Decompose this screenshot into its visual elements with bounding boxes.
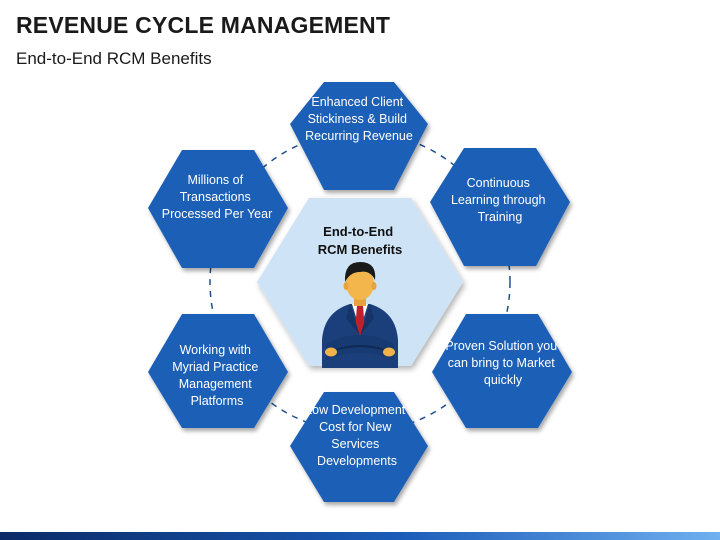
page-subtitle: End-to-End RCM Benefits (16, 49, 212, 68)
benefit-4-line-1: Low Development (305, 403, 406, 417)
benefit-1-line-3: Recurring Revenue (305, 129, 413, 143)
benefit-3-line-2: can bring to Market (448, 356, 556, 370)
benefit-hexagon-2: Continuous Learning through Training (430, 148, 570, 266)
benefit-3-line-3: quickly (484, 373, 523, 387)
benefit-2-line-3: Training (478, 210, 523, 224)
svg-text:Continuous Learning th: Continuous Learning through Training (451, 176, 549, 224)
benefit-5-line-1: Working with (180, 343, 251, 357)
benefit-4-line-2: Cost for New (319, 420, 392, 434)
benefit-hexagon-3: Proven Solution you can bring to Market … (432, 314, 572, 428)
footer-accent-bar (0, 532, 720, 540)
center-title-line-1: End-to-End (323, 224, 393, 239)
benefit-5-line-4: Platforms (191, 394, 244, 408)
connector-ring (209, 131, 511, 433)
benefit-6-line-2: Transactions (180, 190, 251, 204)
benefit-1-line-2: Stickiness & Build (308, 112, 407, 126)
benefit-3-line-1: Proven Solution you (445, 339, 557, 353)
svg-text:Working with Myriad Pr: Working with Myriad Practice Management … (172, 343, 262, 408)
benefit-hexagon-5: Working with Myriad Practice Management … (148, 314, 288, 428)
svg-text:Low Development Cost f: Low Development Cost for New Services De… (305, 403, 409, 468)
benefit-4-line-4: Developments (317, 454, 397, 468)
center-hexagon: End-to-End RCM Benefits (257, 198, 463, 368)
benefit-hexagon-4: Low Development Cost for New Services De… (290, 392, 428, 502)
businessman-arms-crossed-icon (322, 262, 398, 368)
benefit-5-line-2: Myriad Practice (172, 360, 258, 374)
benefit-2-line-1: Continuous (467, 176, 530, 190)
center-title-line-2: RCM Benefits (318, 242, 403, 257)
benefit-6-line-1: Millions of (187, 173, 243, 187)
benefit-1-line-1: Enhanced Client (311, 95, 403, 109)
benefit-hexagon-6: Millions of Transactions Processed Per Y… (148, 150, 288, 268)
benefit-2-line-2: Learning through (451, 193, 546, 207)
benefit-6-line-3: Processed Per Year (162, 207, 273, 221)
svg-text:Enhanced Client Sticki: Enhanced Client Stickiness & Build Recur… (305, 95, 413, 143)
benefit-5-line-3: Management (179, 377, 252, 391)
page-title: REVENUE CYCLE MANAGEMENT (16, 12, 391, 38)
svg-text:Millions of Transactio: Millions of Transactions Processed Per Y… (162, 173, 273, 221)
svg-text:End-to-End RCM Benefit: End-to-End RCM Benefits (318, 224, 403, 257)
benefit-4-line-3: Services (331, 437, 379, 451)
svg-text:Proven Solution you ca: Proven Solution you can bring to Market … (445, 339, 560, 387)
benefit-hexagon-1: Enhanced Client Stickiness & Build Recur… (290, 82, 428, 190)
